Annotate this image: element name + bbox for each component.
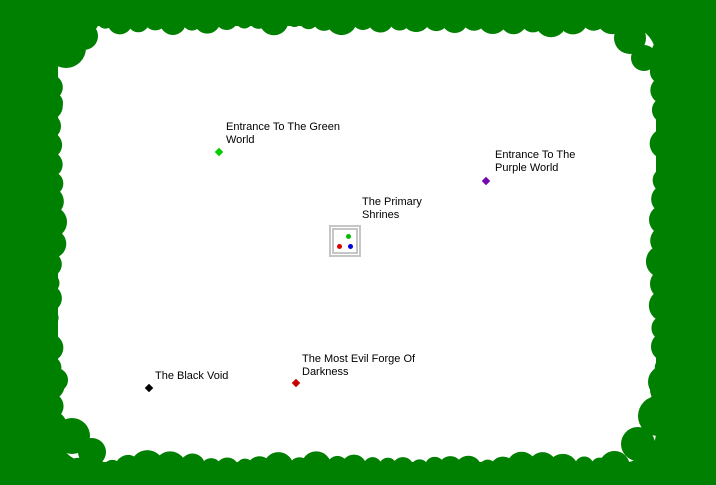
purple-world-diamond-icon[interactable]: [481, 176, 491, 186]
red-shrine-dot-icon: [337, 244, 342, 249]
black-void-diamond-icon[interactable]: [144, 383, 154, 393]
label-entrance-green-world: Entrance To The Green World: [226, 121, 340, 146]
scallop-bumps: [34, 2, 682, 485]
primary-shrines-box-inner: [332, 228, 358, 254]
primary-shrines-box[interactable]: [329, 225, 361, 257]
label-black-void: The Black Void: [155, 370, 229, 382]
green-shrine-dot-icon: [346, 234, 351, 239]
label-evil-forge: The Most Evil Forge Of Darkness: [302, 353, 416, 378]
blue-shrine-dot-icon: [348, 244, 353, 249]
evil-forge-diamond-icon[interactable]: [291, 378, 301, 388]
label-primary-shrines: The Primary Shrines: [362, 196, 422, 221]
green-world-diamond-icon[interactable]: [214, 147, 224, 157]
label-entrance-purple-world: Entrance To The Purple World: [495, 149, 576, 174]
